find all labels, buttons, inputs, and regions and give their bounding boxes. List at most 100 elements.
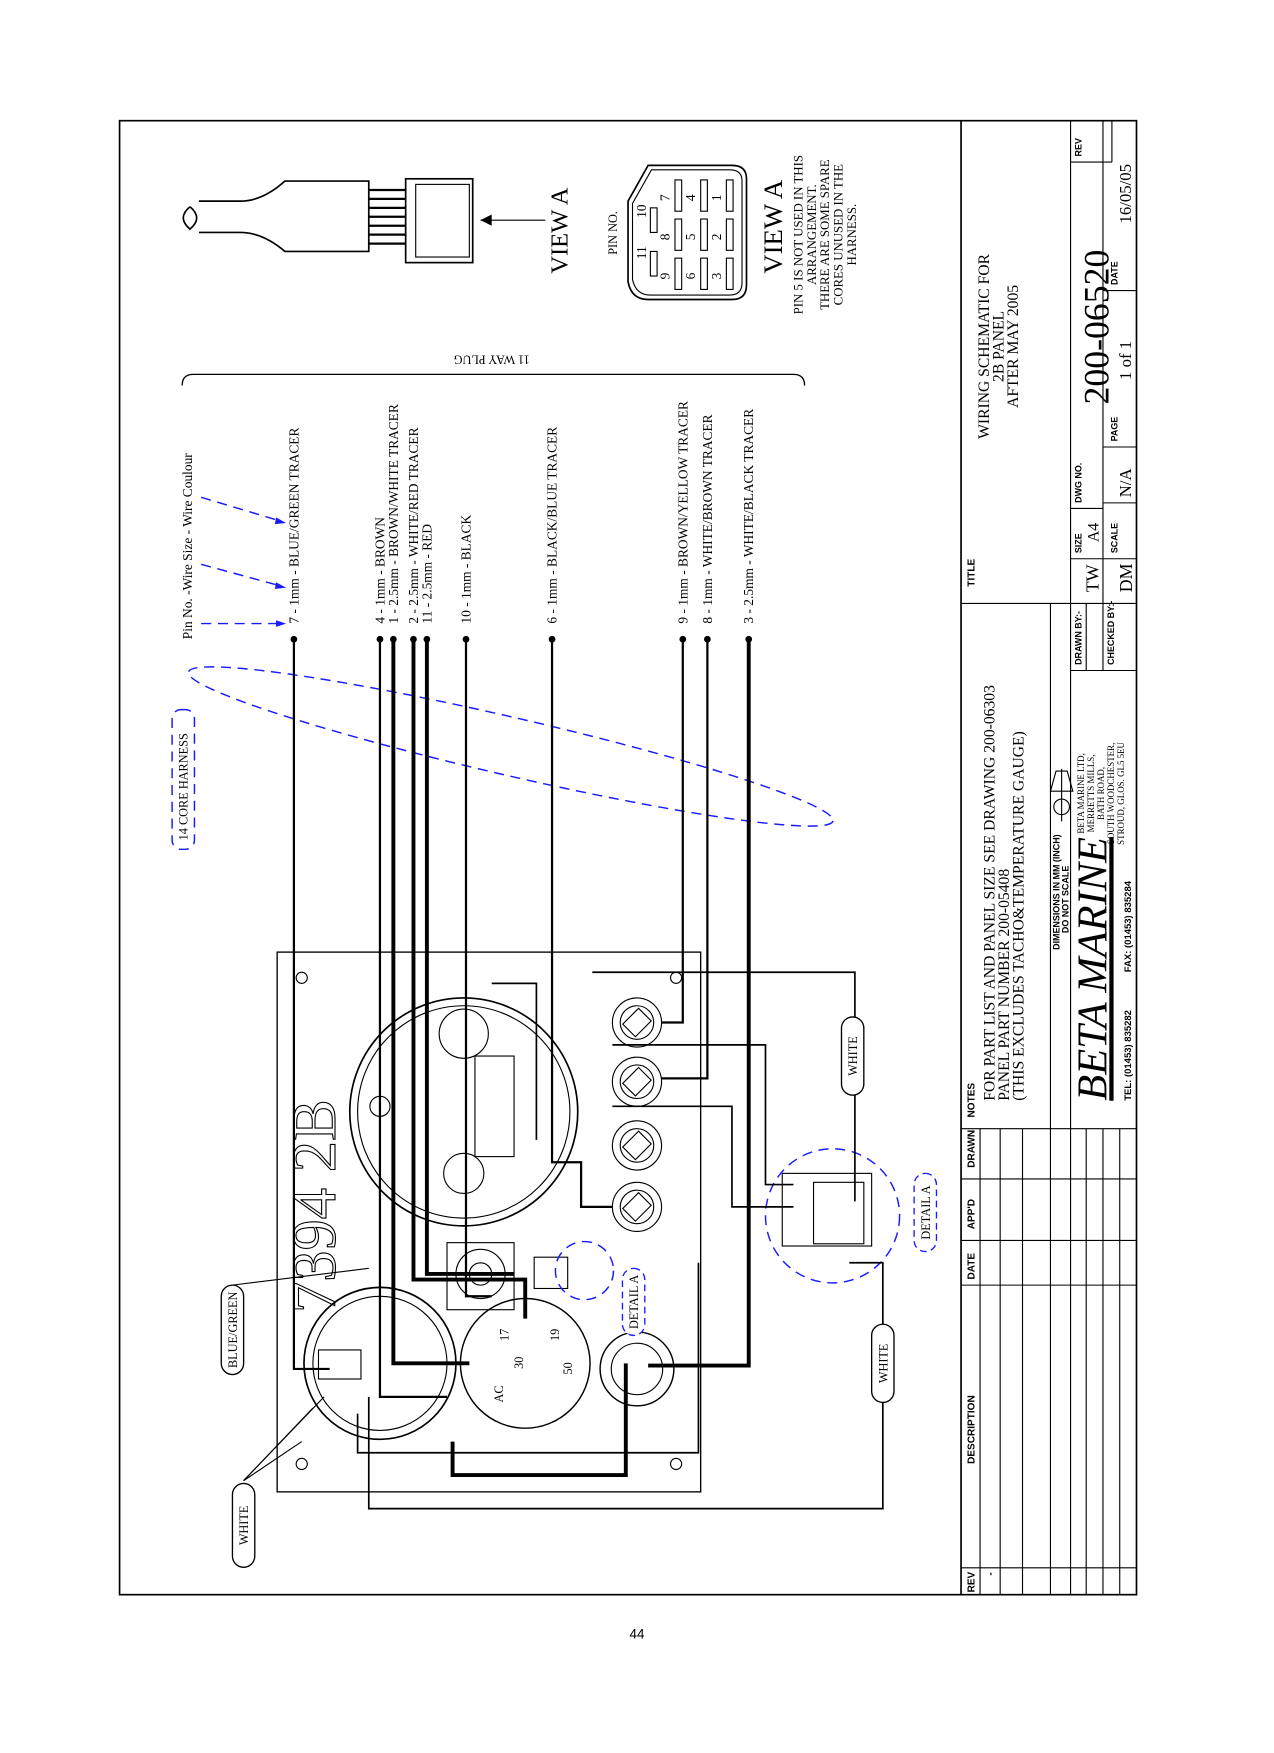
switch-terminal-label: 19 [548, 1329, 562, 1341]
warning-lamp [611, 1120, 663, 1171]
rev-header-date: DATE [966, 1253, 977, 1280]
pin-label-3: 3 [709, 272, 724, 279]
projection-symbol-icon [1049, 768, 1074, 822]
pin-label-11: 11 [634, 246, 649, 259]
callout-blue-green: BLUE/GREEN [226, 1291, 240, 1368]
switch-terminal-label: 17 [497, 1329, 511, 1341]
note-line: FOR PART LIST AND PANEL SIZE SEE DRAWING… [982, 685, 999, 1101]
checked-by-label: CHECKED BY:- [1106, 601, 1116, 665]
callout-detail-a-1-box [913, 1172, 938, 1253]
switch-terminal-label: 30 [512, 1357, 526, 1369]
pin-4 [700, 179, 708, 212]
wire-legend-header: Pin No. -Wire Size - Wire Coulour [180, 453, 195, 639]
pin-11 [649, 250, 658, 277]
rev-header-notes: NOTES [966, 1083, 977, 1118]
harness-label-box [171, 708, 196, 851]
callout-leader [243, 1407, 314, 1482]
plug-drawing [182, 177, 546, 264]
callout-white-1-box [840, 1016, 865, 1096]
wire-label: 11 - 2.5mm - RED [419, 524, 434, 624]
plug-bracket [181, 373, 806, 386]
note-line: (THIS EXCLUDES TACHO&TEMPERATURE GAUGE) [1011, 731, 1028, 1101]
company-address-line: BATH ROAD, [1096, 767, 1106, 820]
wire-label: 2 - 2.5mm - WHITE/RED TRACER [406, 427, 421, 623]
callout-white-2-box [870, 1323, 895, 1404]
page-label: PAGE [1110, 417, 1120, 442]
checked-by: DM [1116, 563, 1136, 592]
warning-lamp-inner [619, 1189, 655, 1225]
legend-arrows [200, 496, 287, 627]
pin-5 [700, 218, 708, 251]
wire-label: 7 - 1mm - BLUE/GREEN TRACER [286, 428, 301, 624]
view-a-title: VIEW A [758, 179, 788, 274]
wire-label: 9 - 1mm - BROWN/YELLOW TRACER [675, 401, 690, 624]
pin-label-10: 10 [634, 204, 649, 218]
pin-label-2: 2 [709, 234, 724, 241]
date-value: 16/05/05 [1116, 164, 1135, 224]
wire-label: 1 - 2.5mm - BROWN/WHITE TRACER [386, 404, 401, 624]
panel-wiring [292, 639, 884, 1510]
company-address-line: MERRETTS MILLS, [1086, 755, 1096, 833]
rev-value: - [985, 1572, 996, 1575]
drawn-by: TW [1083, 564, 1103, 592]
view-a-note-line: THERE ARE SOME SPARE [818, 159, 832, 310]
pin-7 [674, 179, 683, 212]
callout-white-2: WHITE [876, 1344, 890, 1384]
pin-label-1: 1 [709, 194, 724, 201]
do-not-scale-note: DO NOT SCALE [1060, 866, 1070, 933]
company-address-line: BETA MARINE LTD, [1076, 753, 1086, 833]
pin-label-6: 6 [683, 272, 698, 279]
scale-value: N/A [1116, 468, 1135, 497]
rev-label: REV [1074, 138, 1084, 156]
view-a-note-line: ARRANGEMENT. [805, 184, 819, 285]
pin-10 [649, 207, 658, 233]
view-a-arrow-label: VIEW A [547, 187, 574, 273]
drawing-title-line: WIRING SCHEMATIC FOR [976, 253, 993, 438]
view-a-note-line: HARNESS. [845, 204, 859, 266]
dimensions-note: DIMENSIONS IN MM (INCH) [1051, 834, 1061, 950]
company-logo: BETA MARINE [1069, 837, 1116, 1101]
warning-lamp-inner [619, 1064, 655, 1100]
lamp-terminal [621, 1007, 652, 1038]
wire-label: 4 - 1mm - BROWN [372, 517, 387, 624]
lamp-terminal [621, 1191, 652, 1222]
warning-lamp-inner [619, 1005, 655, 1040]
callout-leader [243, 1441, 303, 1482]
instrument-panel [276, 951, 873, 1493]
pin-label-4: 4 [683, 194, 698, 201]
wire-label: 10 - 1mm - BLACK [458, 515, 473, 624]
drawn-by-label: DRAWN BY:- [1074, 611, 1084, 665]
pin-3 [725, 257, 734, 290]
rev-header-appd: APP'D [966, 1199, 977, 1229]
note-line: PANEL PART NUMBER 200-05408 [996, 869, 1013, 1101]
pin-label-7: 7 [657, 194, 672, 201]
callout-leader [232, 1267, 369, 1286]
lamp-terminal [621, 1066, 652, 1097]
view-a-note-line: PIN 5 IS NOT USED IN THIS [791, 155, 805, 314]
wire-label: 3 - 2.5mm - WHITE/BLACK TRACER [741, 409, 756, 624]
drawing-title-line: AFTER MAY 2005 [1005, 285, 1022, 408]
callout-detail-a-2: DETAIL A [627, 1275, 641, 1329]
eleven-way-plug-label: 11 WAY PLUG [453, 352, 529, 366]
callout-white-1: WHITE [846, 1036, 860, 1076]
pin-2 [725, 218, 734, 251]
title-label: TITLE [966, 558, 977, 586]
detail-a-circle-2 [554, 1240, 615, 1301]
callout-detail-a-2-box [621, 1267, 646, 1337]
rev-header-description: DESCRIPTION [966, 1395, 977, 1464]
callout-white-3-box [231, 1482, 256, 1568]
size-value: A4 [1086, 523, 1103, 542]
pin-6 [700, 257, 708, 290]
company-fax: FAX: (01453) 835284 [1123, 880, 1134, 972]
wire-label: 8 - 1mm - WHITE/BROWN TRACER [700, 414, 715, 623]
lamp-terminal [621, 1130, 652, 1161]
wire-label: 6 - 1mm - BLACK/BLUE TRACER [545, 427, 560, 624]
pin-9 [674, 257, 683, 290]
panel-code: 7394 2B [279, 1099, 349, 1313]
scale-label: SCALE [1110, 523, 1120, 553]
switch-terminal-label: AC [492, 1385, 506, 1402]
date-label: DATE [1110, 261, 1120, 285]
